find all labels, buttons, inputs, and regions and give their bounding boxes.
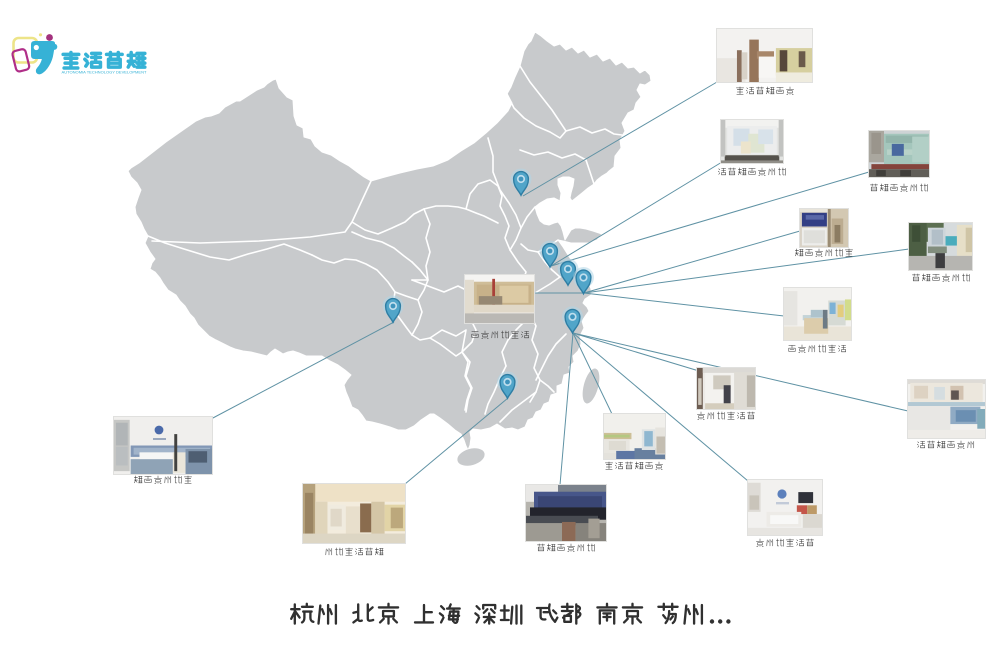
- svg-text:AUTONOMIA TECHNOLOGY DEVELOPME: AUTONOMIA TECHNOLOGY DEVELOPMENT: [62, 70, 148, 75]
